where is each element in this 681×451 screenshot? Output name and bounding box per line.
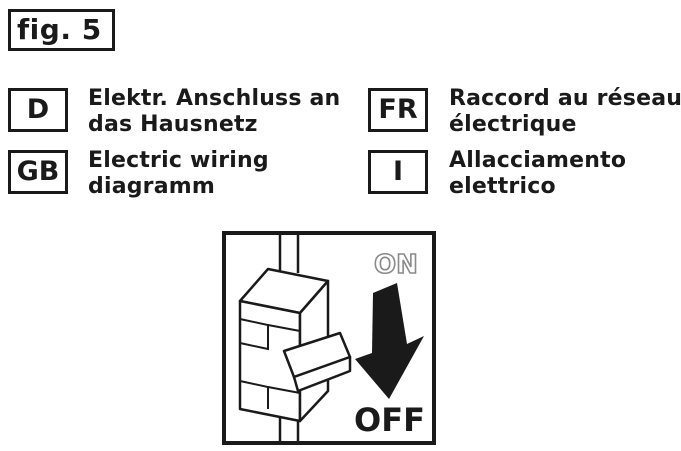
lang-text-d: Elektr. Anschluss an das Hausnetz xyxy=(88,86,340,138)
lang-text-d-line1: Elektr. Anschluss an xyxy=(88,86,341,111)
lang-code-gb: GB xyxy=(8,150,68,194)
lang-text-i-line1: Allacciamento xyxy=(449,148,627,173)
lang-text-d-line2: das Hausnetz xyxy=(88,112,258,137)
switch-illustration: ON OFF xyxy=(222,231,436,445)
lang-text-i-line2: elettrico xyxy=(449,174,556,199)
lang-text-gb-line2: diagramm xyxy=(88,174,216,199)
on-label: ON xyxy=(374,250,418,280)
circuit-breaker-switch-icon: ON OFF xyxy=(222,231,436,445)
lang-text-gb-line1: Electric wiring xyxy=(88,148,269,173)
lang-code-d: D xyxy=(8,88,68,132)
lang-code-i: I xyxy=(368,150,428,194)
lang-code-fr: FR xyxy=(368,88,428,132)
lang-text-i: Allacciamento elettrico xyxy=(449,148,626,200)
down-arrow-icon xyxy=(355,283,424,399)
lang-text-gb: Electric wiring diagramm xyxy=(88,148,269,200)
figure-label: fig. 5 xyxy=(8,9,115,51)
off-label: OFF xyxy=(354,401,425,439)
lang-text-fr-line2: électrique xyxy=(449,112,577,137)
lang-text-fr-line1: Raccord au réseau xyxy=(449,86,681,111)
lang-text-fr: Raccord au réseau électrique xyxy=(449,86,681,138)
